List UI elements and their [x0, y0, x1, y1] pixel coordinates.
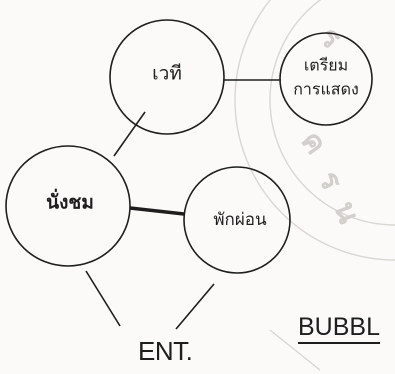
watermark-glyph-4: น [326, 197, 366, 229]
connector-rest-ent [175, 283, 215, 330]
bubble-stage[interactable] [109, 19, 225, 135]
watermark-glyph-1: ร [313, 19, 348, 56]
watermark-inner-ring [269, 0, 395, 226]
connector-stage-seating [113, 111, 146, 157]
watermark-tick [269, 329, 321, 371]
connector-seating-rest [129, 206, 185, 216]
entrance-label: ENT. [138, 336, 193, 366]
bubble-seating[interactable] [5, 145, 131, 267]
connector-seating-ent [85, 270, 121, 327]
bubble-prepare[interactable] [279, 32, 373, 126]
bubble-prepare-label-line2: การแสดง [293, 80, 359, 99]
bubble-rest[interactable] [183, 166, 291, 274]
watermark-glyph-3: ร [311, 165, 349, 196]
bubble-seating-label: นั่งชม [46, 189, 94, 214]
watermark-glyph-2: ค [293, 125, 333, 162]
bubble-stage-label: เวที [152, 63, 182, 85]
diagram-caption: BUBBL [298, 312, 380, 344]
bubble-prepare-label-line1: เตรียม [304, 56, 348, 75]
watermark-outer-ring [234, 0, 395, 261]
bubble-rest-label: พักผ่อน [213, 210, 267, 230]
